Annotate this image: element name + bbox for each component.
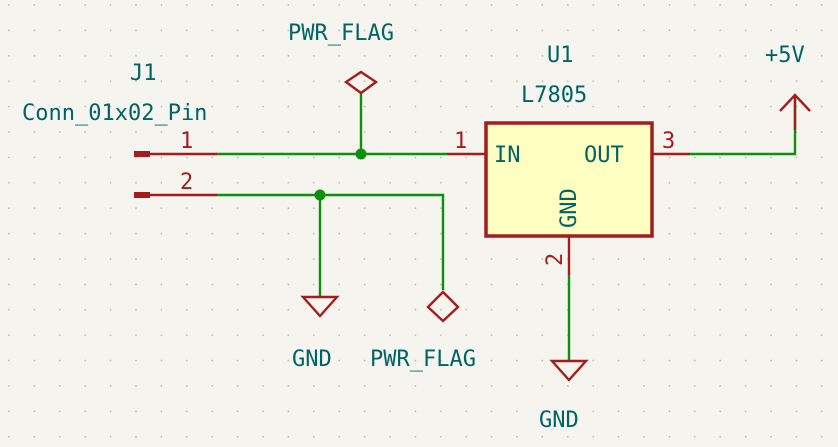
ground-icon — [549, 359, 589, 382]
pwr-flag-bottom[interactable]: PWR_FLAG — [370, 290, 476, 372]
connector-value: Conn_01x02_Pin — [22, 101, 207, 126]
pwr-flag-bottom-symbol — [426, 290, 460, 323]
connector-pin2-stub — [134, 192, 150, 198]
connector-pin2-number: 2 — [180, 170, 193, 195]
pwr-flag-top[interactable]: PWR_FLAG — [288, 21, 394, 95]
connector-j1[interactable]: J1 Conn_01x02_Pin 1 2 — [22, 61, 217, 198]
junction-vin — [355, 148, 367, 160]
regulator-pin-out-name: OUT — [584, 143, 624, 168]
regulator-pin-gnd-number: 2 — [543, 253, 568, 266]
pwr-flag-top-label: PWR_FLAG — [288, 21, 394, 46]
regulator-value: L7805 — [521, 83, 587, 108]
plus5v-label: +5V — [765, 43, 805, 68]
connector-pin1-number: 1 — [180, 129, 193, 154]
regulator-pin-out-number: 3 — [662, 129, 675, 154]
gnd-right-label: GND — [539, 408, 579, 433]
regulator-pin-in-name: IN — [494, 143, 521, 168]
ground-icon — [300, 295, 340, 318]
gnd-left-symbol[interactable]: GND — [292, 295, 340, 372]
regulator-ref: U1 — [547, 43, 574, 68]
plus5v-symbol[interactable]: +5V — [765, 43, 811, 130]
pwr-flag-top-symbol — [343, 70, 379, 95]
regulator-pin-gnd-name: GND — [557, 188, 582, 228]
regulator-pin-in-number: 1 — [454, 129, 467, 154]
gnd-left-label: GND — [292, 347, 332, 372]
wire-gnd-net[interactable] — [217, 193, 445, 290]
junction-gnd — [314, 189, 326, 201]
regulator-u1[interactable]: U1 L7805 1 3 2 IN OUT GND — [447, 43, 690, 275]
connector-pin1-stub — [134, 151, 150, 157]
gnd-right-symbol[interactable]: GND — [539, 359, 589, 433]
pwr-flag-bottom-label: PWR_FLAG — [370, 347, 476, 372]
connector-ref: J1 — [130, 61, 157, 86]
regulator-body — [484, 121, 654, 238]
